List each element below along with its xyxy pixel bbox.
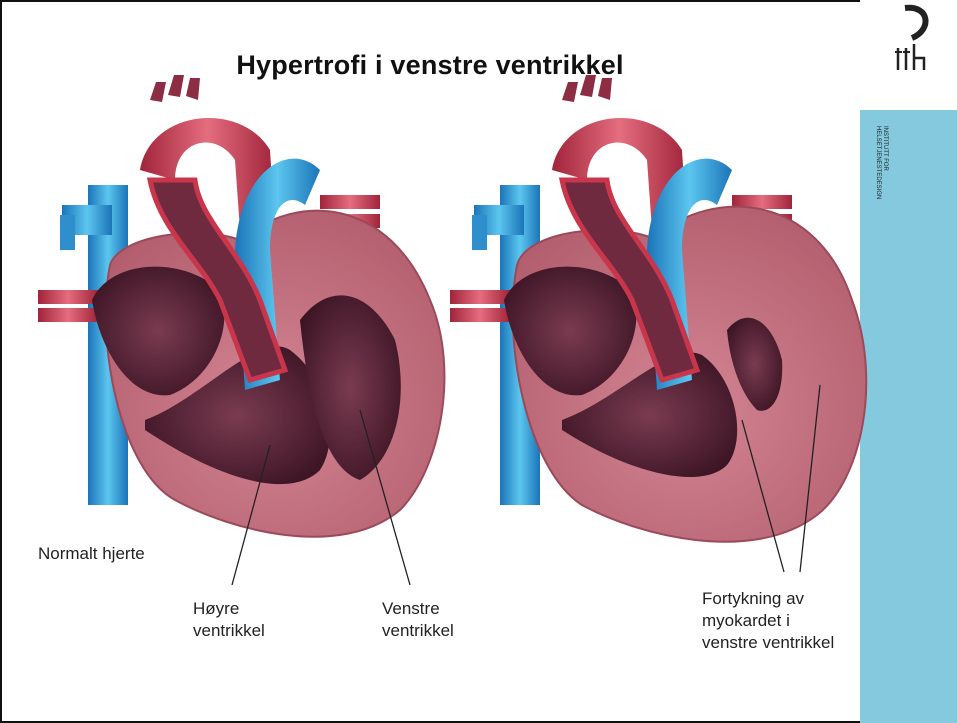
logo-text: INSTITUTT FOR HELSETJENESTEDESIGN xyxy=(848,126,888,182)
hypertrophic-heart xyxy=(450,75,866,572)
label-left-ventricle: Venstre ventrikkel xyxy=(382,598,454,642)
page-title: Hypertrofi i venstre ventrikkel xyxy=(0,50,860,81)
label-right-ventricle: Høyre ventrikkel xyxy=(193,598,265,642)
logo-icon xyxy=(895,8,926,70)
label-myocardial-thickening: Fortykning av myokardet i venstre ventri… xyxy=(702,588,834,654)
normal-heart xyxy=(38,75,444,585)
label-normal-heart: Normalt hjerte xyxy=(38,543,145,565)
